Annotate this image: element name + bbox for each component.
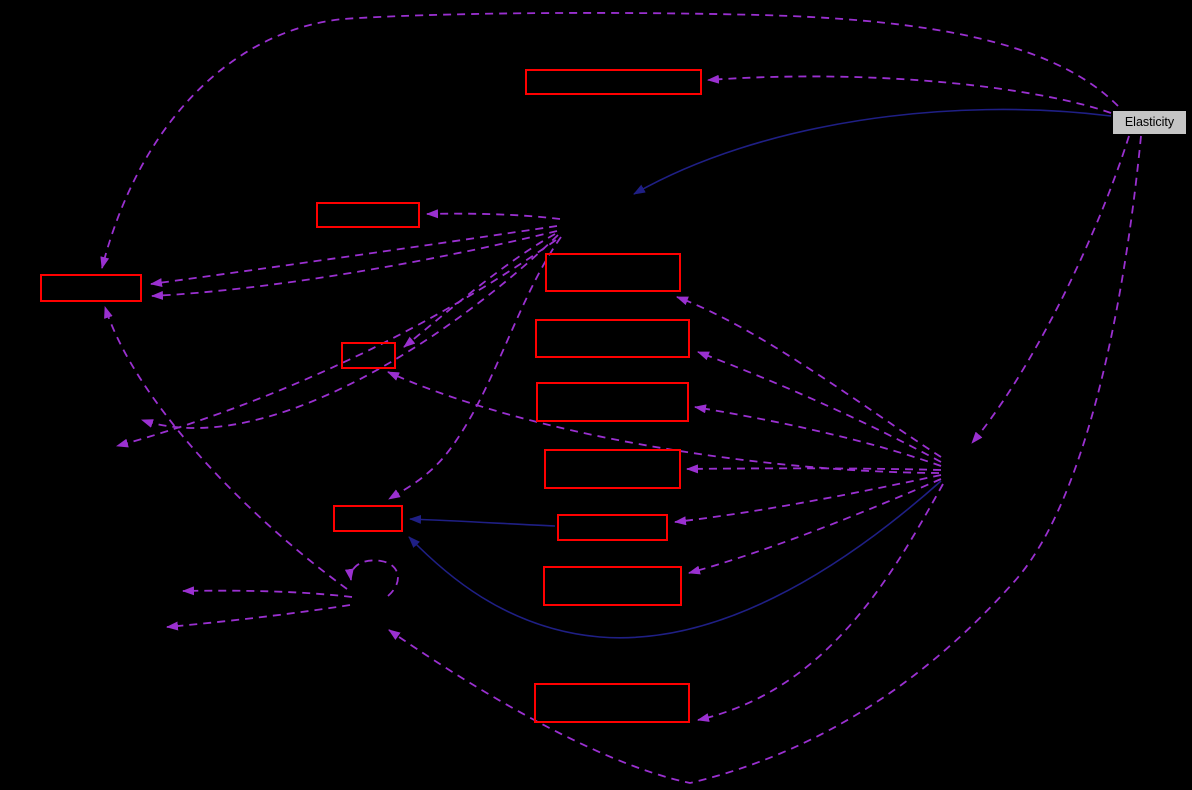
class-node-column-3[interactable] xyxy=(536,382,689,422)
class-node-small-1[interactable] xyxy=(341,342,396,369)
class-node-left[interactable] xyxy=(40,274,142,302)
class-node-column-1[interactable] xyxy=(545,253,681,292)
elasticity-node-label: Elasticity xyxy=(1124,115,1175,130)
dashed-edges xyxy=(100,12,1142,784)
class-node-column-5[interactable] xyxy=(557,514,668,541)
elasticity-node[interactable]: Elasticity xyxy=(1113,111,1186,134)
class-node-column-6[interactable] xyxy=(543,566,682,606)
class-node-column-4[interactable] xyxy=(544,449,681,489)
class-node-bottom[interactable] xyxy=(534,683,690,723)
class-node-upper-mid[interactable] xyxy=(316,202,420,228)
class-node-top[interactable] xyxy=(525,69,702,95)
class-node-column-2[interactable] xyxy=(535,319,690,358)
class-node-small-2[interactable] xyxy=(333,505,403,532)
solid-edges xyxy=(408,108,1112,639)
